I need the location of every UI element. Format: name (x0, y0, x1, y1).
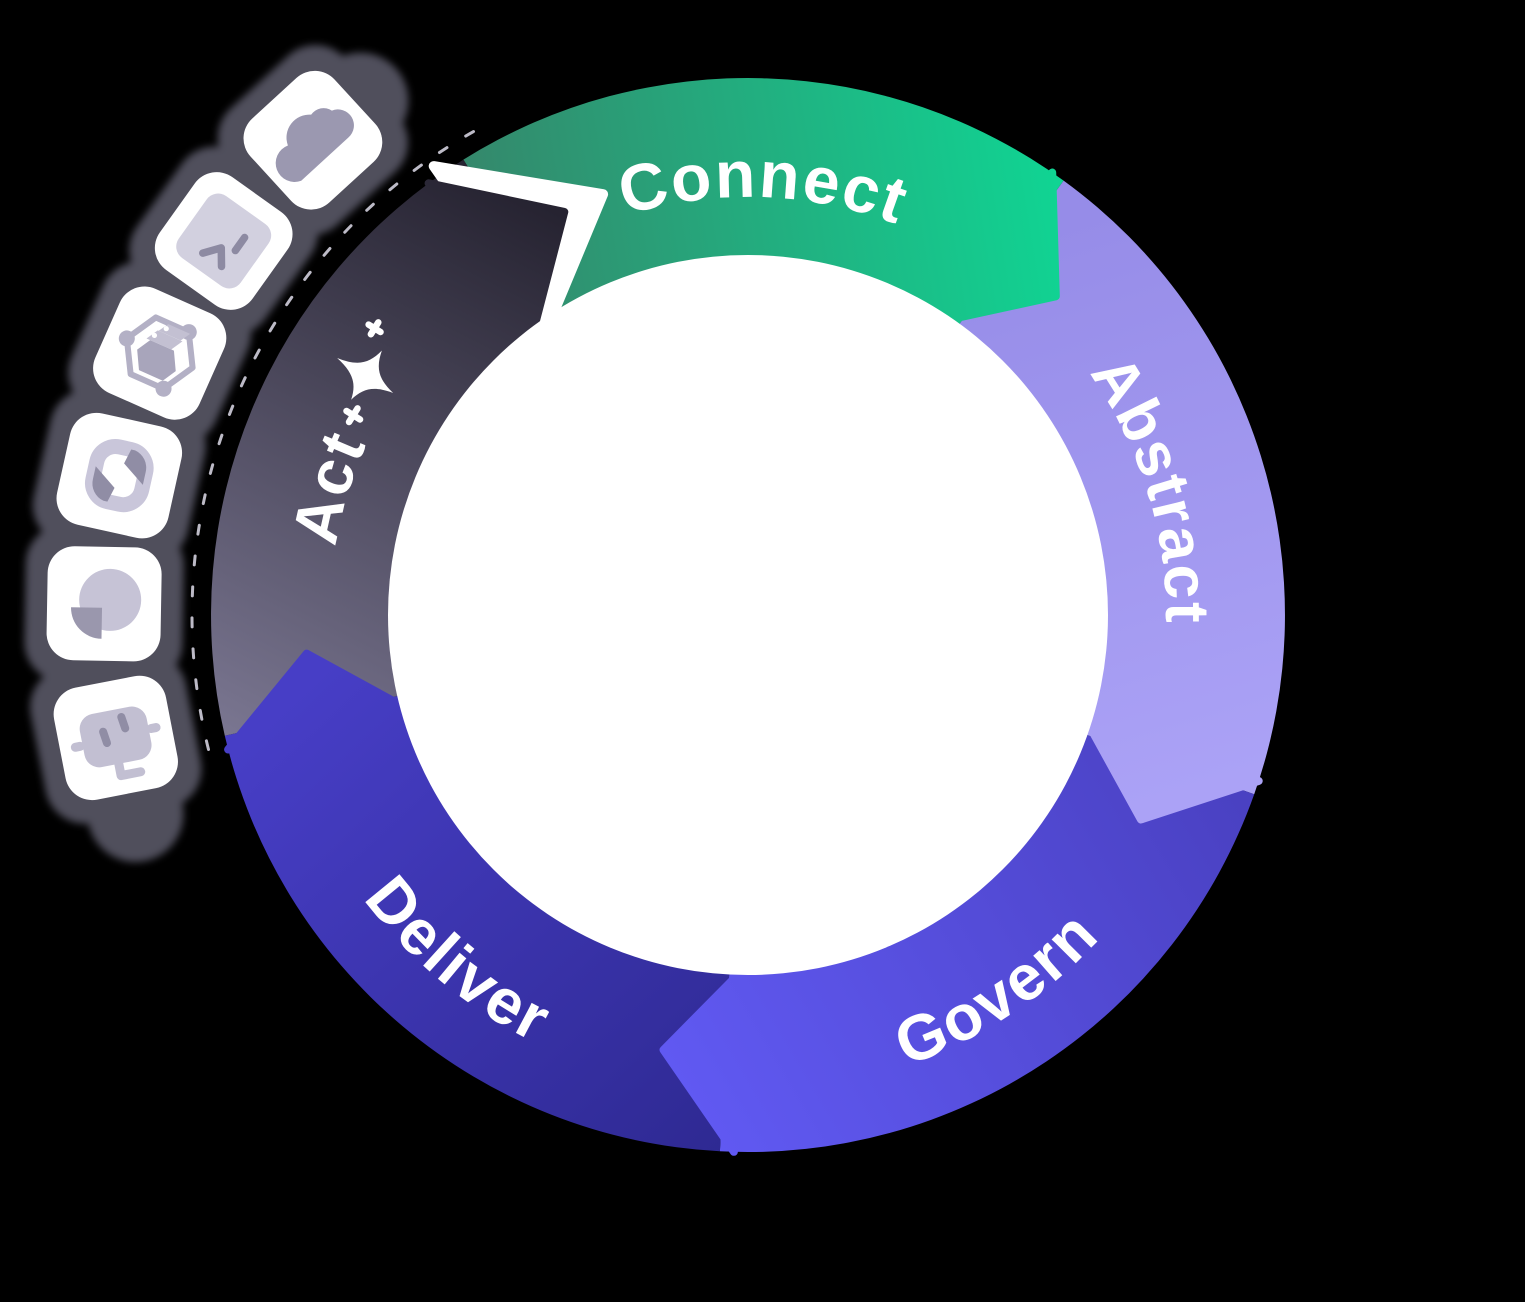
govern-arrow-tip (659, 969, 743, 1156)
segment-connect (463, 78, 1064, 325)
deliver-arrow-tip (224, 649, 405, 754)
segment-act (211, 159, 558, 736)
sparkle-icon (337, 319, 394, 426)
segment-arrow-tips (224, 168, 1263, 1156)
segment-abstract (959, 180, 1285, 795)
cloud-icon (243, 70, 383, 210)
ring-center (388, 255, 1108, 975)
circuit-hexagon-icon (93, 286, 227, 420)
segment-govern (719, 734, 1255, 1153)
terminal-icon (154, 172, 293, 310)
connector-icon-chain (24, 45, 409, 862)
pie-chart-icon (46, 546, 162, 662)
dashed-guide-arc (190, 122, 489, 751)
act-arrow-tip (424, 179, 569, 331)
connect-arrow-tip (947, 168, 1060, 324)
ring-segments (211, 78, 1285, 1153)
segment-deliver (224, 695, 730, 1152)
abstract-arrow-tip (1085, 721, 1263, 824)
swirl-logo-icon (56, 412, 183, 539)
robot-icon (53, 675, 178, 801)
